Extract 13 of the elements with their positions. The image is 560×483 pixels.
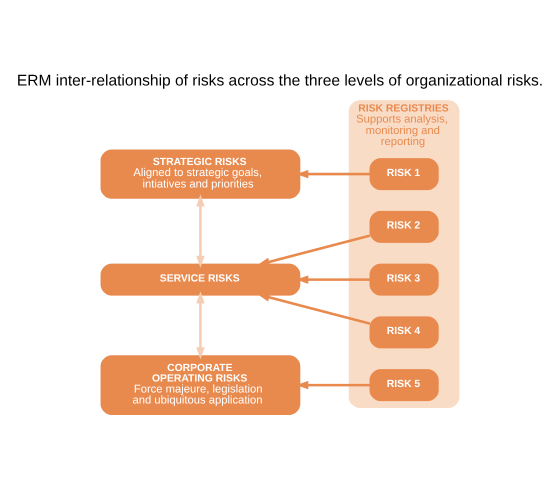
node-box: CORPORATE OPERATING RISKS Force majeure, legislation and ubiquitous application — [100, 354, 300, 414]
node-box: SERVICE RISKS — [100, 263, 300, 296]
node-box: STRATEGIC RISKS Aligned to strategic goals, intiatives and priorities — [100, 148, 300, 198]
arrow — [196, 194, 205, 268]
node-box: RISK 1 — [370, 158, 439, 190]
node-box: RISK 2 — [370, 210, 439, 242]
arrow — [257, 292, 370, 324]
node-box: RISK 3 — [370, 263, 439, 296]
node-box: RISK 5 — [370, 368, 439, 401]
node-box: RISK 4 — [370, 316, 439, 348]
diagram-title: ERM inter-relationship of risks across the three levels of organizational risks. — [16, 72, 544, 89]
arrow — [257, 234, 370, 266]
arrow — [196, 290, 205, 359]
